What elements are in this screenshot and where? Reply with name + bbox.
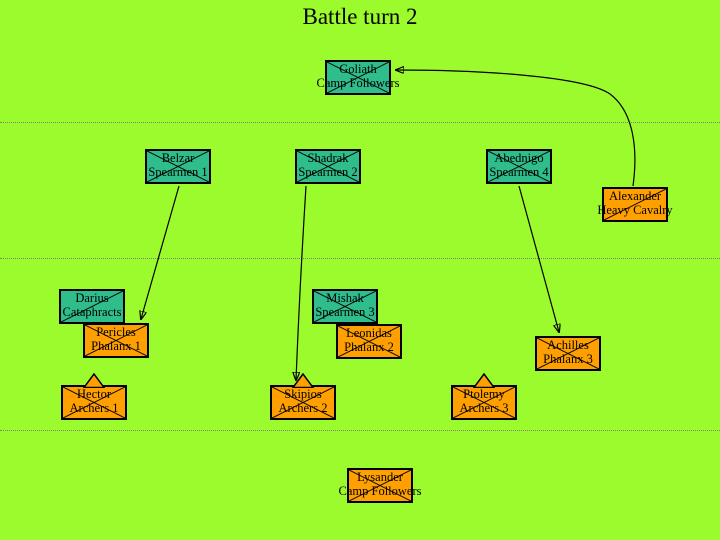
unit-type-label: Spearmen 3 (315, 305, 375, 319)
unit-name: Mishak (326, 291, 364, 305)
infantry-cross-icon (272, 387, 334, 418)
unit-name: Hector (76, 387, 112, 401)
unit-type-label: Archers 2 (278, 401, 328, 415)
unit-name: Belzar (161, 151, 195, 165)
zone-divider (0, 258, 720, 259)
infantry-cross-icon (349, 470, 411, 501)
unit-type-label: Spearmen 4 (489, 165, 549, 179)
unit-type-label: Phalanx 2 (344, 340, 394, 354)
unit-type-label: Cataphracts (62, 305, 122, 319)
infantry-cross-icon (63, 387, 125, 418)
cavalry-slash-icon (61, 291, 123, 322)
unit-type-label: Phalanx 1 (91, 339, 141, 353)
infantry-cross-icon (314, 291, 376, 322)
infantry-cross-icon (537, 338, 599, 369)
unit-type-label: Phalanx 3 (543, 352, 593, 366)
unit-name: Leonidas (346, 326, 392, 340)
infantry-cross-icon (147, 151, 209, 182)
movement-arrow-belzar-to-pericles (141, 185, 180, 319)
unit-name: Alexander (608, 189, 662, 203)
unit-type-label: Spearmen 2 (298, 165, 358, 179)
archer-tent-icon (292, 373, 314, 388)
unit-name: Abednigo (494, 151, 544, 165)
unit-name: Achilles (547, 338, 589, 352)
unit-name: Goliath (339, 62, 377, 76)
unit-name: Ptolemy (463, 387, 505, 401)
zone-divider (0, 122, 720, 123)
archer-tent-icon (83, 373, 105, 388)
movement-arrow-shadrak-to-skipios (296, 185, 307, 380)
unit-type-label: Archers 1 (69, 401, 119, 415)
zone-divider (0, 430, 720, 431)
page-title: Battle turn 2 (302, 4, 418, 29)
unit-name: Darius (75, 291, 109, 305)
infantry-cross-icon (488, 151, 550, 182)
unit-name: Shadrak (307, 151, 349, 165)
cavalry-slash-icon (604, 189, 666, 220)
unit-type-label: Camp Followers (338, 484, 422, 498)
unit-type-label: Heavy Cavalry (597, 203, 673, 217)
unit-type-label: Camp Followers (316, 76, 400, 90)
unit-name: Lysander (357, 470, 403, 484)
infantry-cross-icon (338, 326, 400, 357)
infantry-cross-icon (453, 387, 515, 418)
infantry-cross-icon (327, 62, 389, 93)
infantry-cross-icon (85, 325, 147, 356)
archer-tent-icon (473, 373, 495, 388)
unit-name: Pericles (96, 325, 136, 339)
unit-type-label: Spearmen 1 (148, 165, 208, 179)
movement-arrow-abednigo-to-achilles (518, 185, 559, 332)
unit-name: Skipios (284, 387, 322, 401)
unit-type-label: Archers 3 (459, 401, 509, 415)
infantry-cross-icon (297, 151, 359, 182)
